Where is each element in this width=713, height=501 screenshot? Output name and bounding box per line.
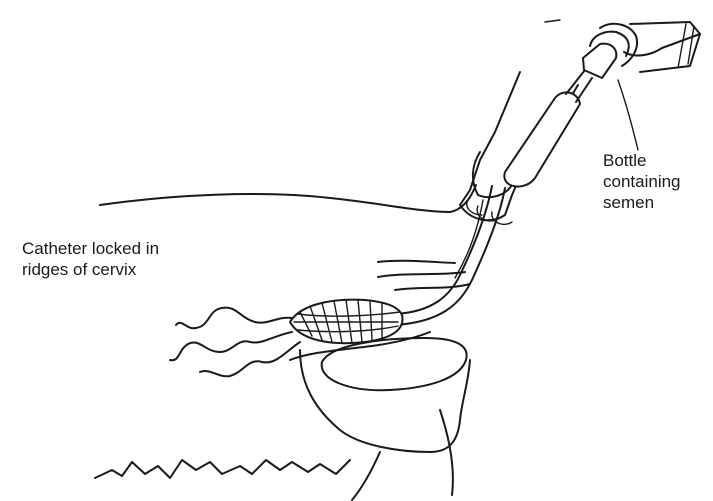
bottle-label-line-1: Bottle: [603, 150, 681, 171]
catheter-label-line-2: ridges of cervix: [22, 259, 159, 280]
bottle-pointer-line: [618, 80, 638, 150]
animal-back-outline: [100, 185, 476, 212]
bottle-label-line-3: semen: [603, 192, 681, 213]
skin-fold-3: [395, 284, 470, 290]
bottle-cap: [583, 44, 616, 78]
bladder-outline: [322, 338, 467, 390]
uterine-horn-3: [200, 342, 300, 376]
leg-outline: [352, 410, 453, 500]
bottle-label: Bottle containing semen: [603, 150, 681, 213]
hand-fingers: [467, 198, 512, 224]
uterine-horn-2: [170, 332, 292, 360]
grass-line: [95, 460, 350, 478]
skin-fold-1: [378, 261, 455, 263]
ink-smudge: [545, 20, 560, 22]
catheter-label-line-1: Catheter locked in: [22, 238, 159, 259]
uterine-horn-1: [176, 308, 292, 329]
bottle-label-line-2: containing: [603, 171, 681, 192]
bottle-body: [504, 92, 580, 186]
skin-fold-2: [378, 272, 465, 277]
catheter-label: Catheter locked in ridges of cervix: [22, 238, 159, 280]
